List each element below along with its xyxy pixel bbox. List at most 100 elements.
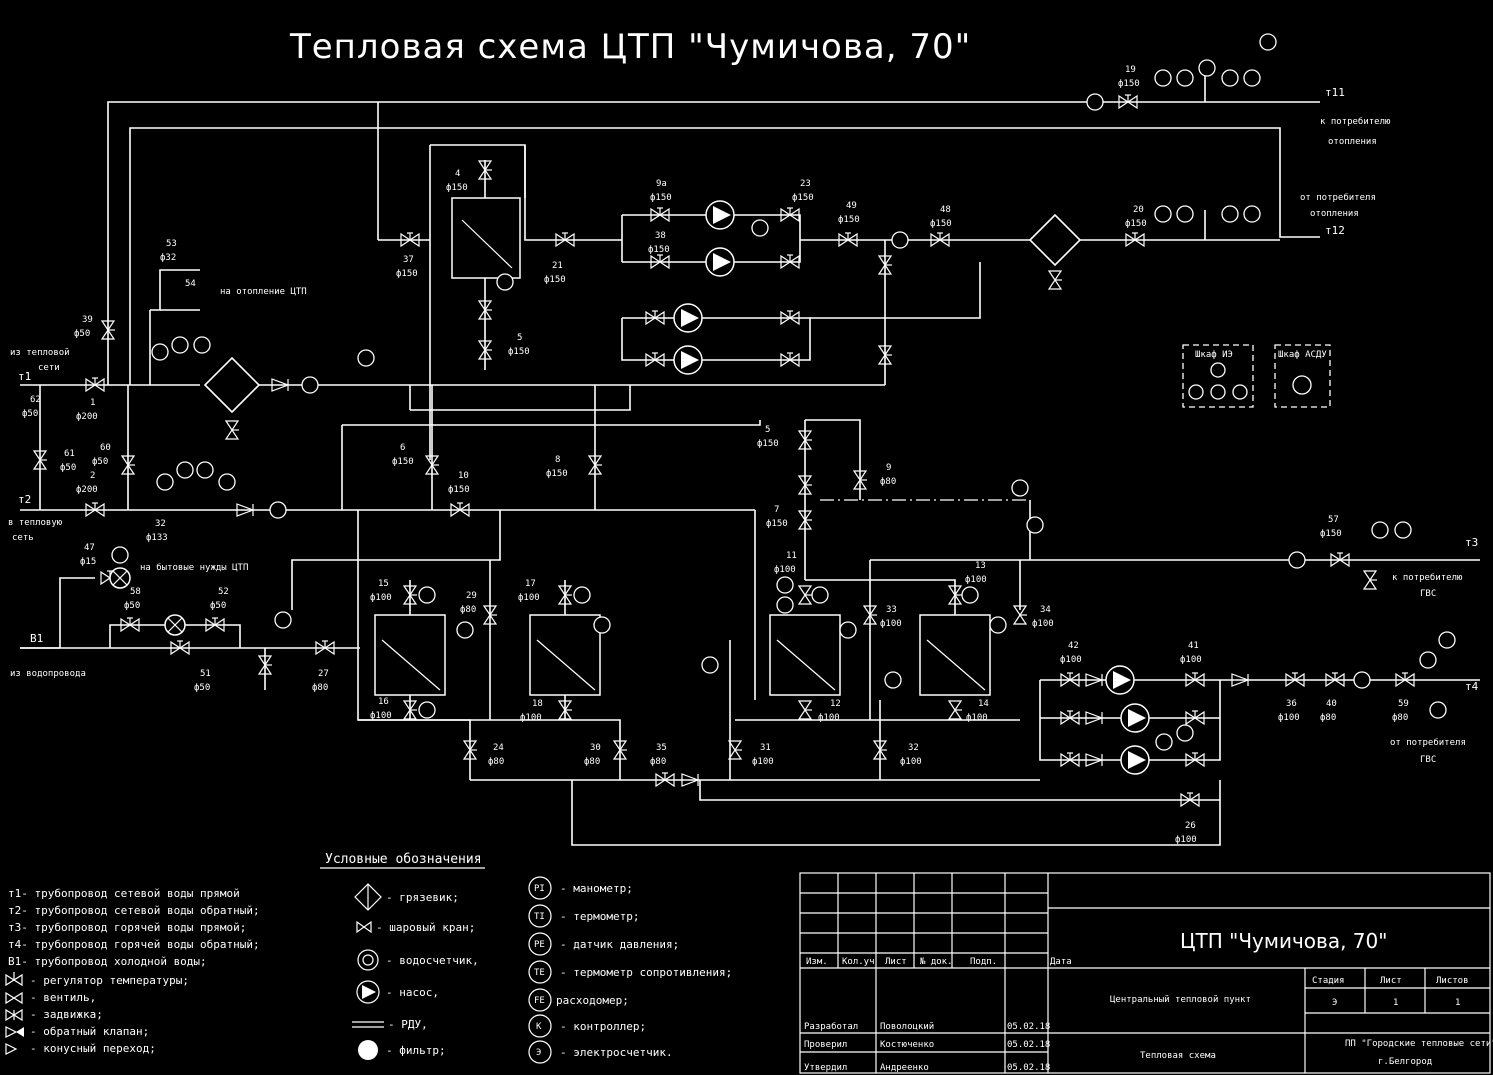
tag-30-dn: ф80 (584, 757, 600, 767)
to-hw-consumer-label: к потребителю (1392, 572, 1463, 583)
tag-16-dn: ф100 (370, 711, 392, 721)
tb-stage: Э (1332, 998, 1337, 1008)
tag-29-dn: ф80 (460, 605, 476, 615)
tb-sheet: 1 (1393, 998, 1398, 1008)
tag-18-dn: ф100 (520, 713, 542, 723)
tag-5-num: 5 (517, 333, 522, 343)
tag-20-dn: ф150 (1125, 219, 1147, 229)
tag-5-dn: ф150 (508, 347, 530, 357)
legend-inst-2: - термометр; (560, 910, 639, 923)
tag-37-num: 37 (403, 255, 414, 265)
tag-60-num: 60 (100, 443, 111, 453)
tag-32-num: 32 (155, 519, 166, 529)
tag-26-dn: ф100 (1175, 835, 1197, 845)
tag-4-dn: ф150 (446, 183, 468, 193)
legend-inst-7: - электросчетчик. (560, 1046, 673, 1059)
tag-14-num: 14 (978, 699, 989, 709)
tag-6-dn: ф150 (392, 457, 414, 467)
tb-sheets-header: Листов (1436, 976, 1469, 986)
tag-60-dn: ф50 (92, 457, 108, 467)
from-heating-consumer-label: от потребителя (1300, 192, 1376, 203)
tag-9-dn: ф80 (880, 477, 896, 487)
tag-5b-num: 5 (765, 425, 770, 435)
tag-16-num: 16 (378, 697, 389, 707)
tag-48-num: 48 (940, 205, 951, 215)
tag-34-dn: ф100 (1032, 619, 1054, 629)
to-heating-consumer-label: к потребителю (1320, 116, 1391, 127)
tag-42-dn: ф100 (1060, 655, 1082, 665)
legend-symbol-6: - фильтр; (386, 1044, 446, 1057)
tag-15-dn: ф100 (370, 593, 392, 603)
tag-30-num: 30 (590, 743, 601, 753)
title-block: Изм. Кол.уч Лист № док. Подп. Дата Разра… (799, 872, 1493, 1074)
from-heating-consumer-label-2: отопления (1310, 209, 1359, 219)
tag-39-dn: ф50 (74, 329, 90, 339)
pipe-t2-label: т2 (18, 493, 31, 506)
legend-inst-5: расходомер; (556, 994, 629, 1007)
legend-inst-code-6: K (536, 1022, 542, 1032)
water-meter-symbols (109, 567, 186, 636)
tb-col-6: Дата (1050, 957, 1072, 967)
tb-col-1: Изм. (806, 957, 828, 967)
tb-row-2-date: 05.02.18 (1007, 1040, 1050, 1050)
tag-32b-dn: ф100 (900, 757, 922, 767)
legend-inst-code-4: TE (534, 968, 545, 978)
tag-10-num: 10 (458, 471, 469, 481)
tag-14-dn: ф100 (966, 713, 988, 723)
tb-col-4: № док. (919, 957, 953, 967)
legend-heading: Условные обозначения (325, 852, 482, 867)
legend-pipe-3: т3- трубопровод горячей воды прямой; (8, 921, 246, 934)
tb-object: Центральный тепловой пункт (1110, 995, 1251, 1005)
pipe-t4-label: т4 (1465, 680, 1479, 693)
tag-18-num: 18 (532, 699, 543, 709)
legend-inst-code-3: PE (534, 940, 545, 950)
pipe-t11-label: т11 (1325, 86, 1345, 99)
tb-sheets: 1 (1455, 998, 1460, 1008)
panel-ie-label: Шкаф ИЭ (1195, 350, 1233, 360)
control-panel-asdu (1274, 344, 1331, 408)
tag-23-num: 23 (800, 179, 811, 189)
legend-symbol-1: - грязевик; (386, 891, 459, 904)
tag-27-dn: ф80 (312, 683, 328, 693)
tb-row-1-name: Поволоцкий (880, 1022, 934, 1032)
tag-52-dn: ф50 (210, 601, 226, 611)
legend-pipe-2: т2- трубопровод сетевой воды обратный; (8, 904, 260, 917)
tag-9a-num: 9а (656, 179, 667, 189)
tag-49-dn: ф150 (838, 215, 860, 225)
legend-inst-3: - датчик давления; (560, 938, 679, 951)
tag-10-dn: ф150 (448, 485, 470, 495)
tb-col-2: Кол.уч (842, 957, 875, 967)
tag-58-num: 58 (130, 587, 141, 597)
tag-19-dn: ф150 (1118, 79, 1140, 89)
tb-row-3-role: Утвердил (804, 1063, 847, 1073)
tb-row-2-name: Костюченко (880, 1040, 934, 1050)
tag-6-num: 6 (400, 443, 405, 453)
tag-23-dn: ф150 (792, 193, 814, 203)
legend-inst-code-5: FE (534, 996, 545, 1006)
tag-31-num: 31 (760, 743, 771, 753)
legend-pipe-1: т1- трубопровод сетевой воды прямой (8, 887, 240, 900)
legend-pipe-4: т4- трубопровод горячей воды обратный; (8, 938, 260, 951)
from-hw-consumer-label-2: ГВС (1420, 755, 1436, 765)
tb-col-5: Подп. (970, 957, 997, 967)
to-network-label: в тепловую (8, 518, 63, 528)
legend-fitting-1: - регулятор температуры; (30, 974, 189, 987)
tag-7-num: 7 (774, 505, 779, 515)
tag-47-dn: ф15 (80, 557, 96, 567)
tag-33-num: 33 (886, 605, 897, 615)
pipework (20, 75, 1480, 846)
tag-51-dn: ф50 (194, 683, 210, 693)
from-water-label: из водопровода (10, 669, 86, 679)
tb-org: ПП "Городские тепловые сети" (1345, 1039, 1493, 1049)
page-title: Тепловая схема ЦТП "Чумичова, 70" (289, 27, 971, 67)
tag-21-num: 21 (552, 261, 563, 271)
tag-53-num: 53 (166, 239, 177, 249)
tag-12-dn: ф100 (818, 713, 840, 723)
tag-26-num: 26 (1185, 821, 1196, 831)
tag-24-num: 24 (493, 743, 504, 753)
tag-39-num: 39 (82, 315, 93, 325)
tag-53-dn: ф32 (160, 253, 176, 263)
tag-61-dn: ф50 (60, 463, 76, 473)
tag-51-num: 51 (200, 669, 211, 679)
tag-41-dn: ф100 (1180, 655, 1202, 665)
